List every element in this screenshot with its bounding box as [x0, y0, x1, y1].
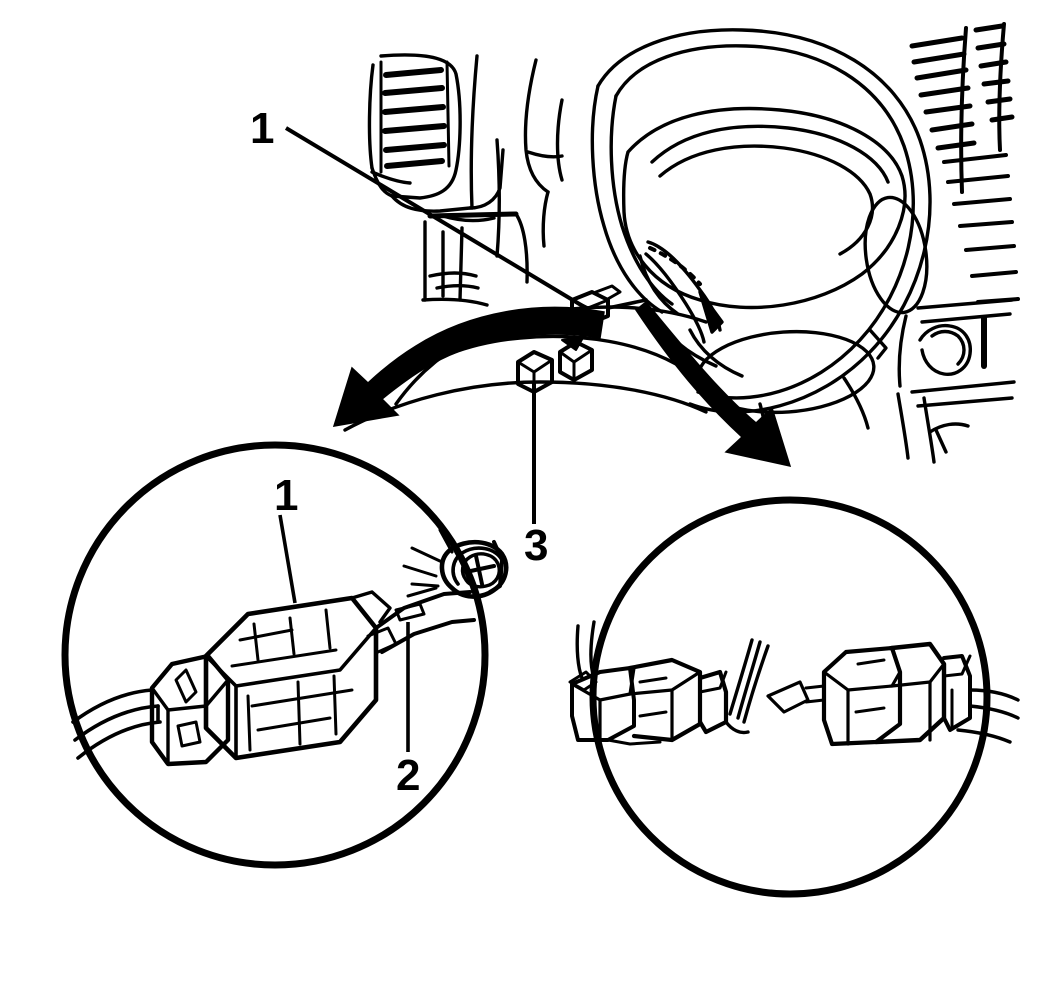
leader-line-detail-1 [278, 514, 297, 604]
cube-connector-pair [516, 335, 594, 394]
instrument-panel-scene [343, 22, 1020, 464]
arrow-to-left-detail [332, 306, 605, 427]
right-dash-trim [942, 22, 1020, 304]
panel-trim-lines [421, 54, 564, 307]
connector-assembly-left [71, 528, 509, 767]
center-stack-controls [868, 298, 1016, 464]
callout-1-detail: 1 [274, 471, 298, 520]
callout-1-main: 1 [250, 104, 274, 153]
arrow-to-right-detail [634, 300, 792, 468]
callout-2-detail: 2 [396, 751, 420, 800]
dashboard-air-vent [367, 53, 505, 223]
detail-right [568, 496, 1020, 898]
detail-left [61, 441, 509, 869]
callout-3-main: 3 [524, 521, 548, 570]
column-dashed-guide [648, 246, 702, 286]
disconnected-connectors [568, 620, 1020, 747]
detail-left-boundary [61, 441, 489, 869]
leader-line-callout-1 [284, 126, 588, 310]
